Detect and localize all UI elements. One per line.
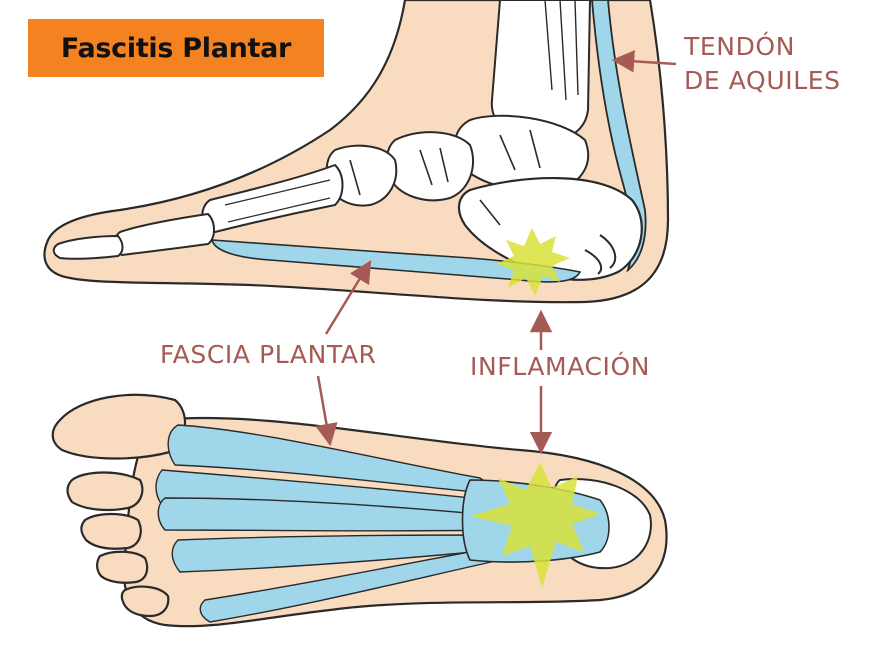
third-toe (80, 512, 142, 550)
fourth-toe (96, 550, 149, 584)
plantar-fascia-side (210, 239, 582, 283)
arrow-fascia-up (324, 260, 372, 335)
metatarsal-shading (224, 179, 331, 223)
plantar-fascia-band (199, 547, 502, 623)
page-title: Fascitis Plantar (60, 32, 292, 64)
calcaneus-bone (457, 177, 643, 281)
label-achilles-line2: DE AQUILES (684, 66, 841, 95)
inflammation-burst-side (496, 228, 570, 296)
inflammation-burst-sole (470, 462, 600, 588)
label-achilles-line1: TENDÓN (684, 32, 795, 61)
second-toe (66, 471, 144, 512)
fifth-toe (120, 585, 170, 618)
navicular-bone (386, 131, 475, 202)
tarsal-shading (349, 129, 541, 226)
tibia-shading (544, 0, 579, 101)
plantar-fascia-band (167, 424, 506, 496)
arrow-achilles (611, 50, 677, 73)
distal-phalanx-bone (52, 234, 124, 260)
label-inflammation: INFLAMACIÓN (470, 352, 651, 381)
calcaneus-shading (584, 234, 617, 275)
plantar-fascia-band (171, 534, 496, 573)
label-plantar-fascia: FASCIA PLANTAR (160, 340, 377, 369)
big-toe (51, 393, 187, 460)
plantar-fascia-band (157, 497, 500, 532)
title-banner: Fascitis Plantar (28, 19, 324, 77)
arrow-fascia-down (315, 375, 338, 447)
